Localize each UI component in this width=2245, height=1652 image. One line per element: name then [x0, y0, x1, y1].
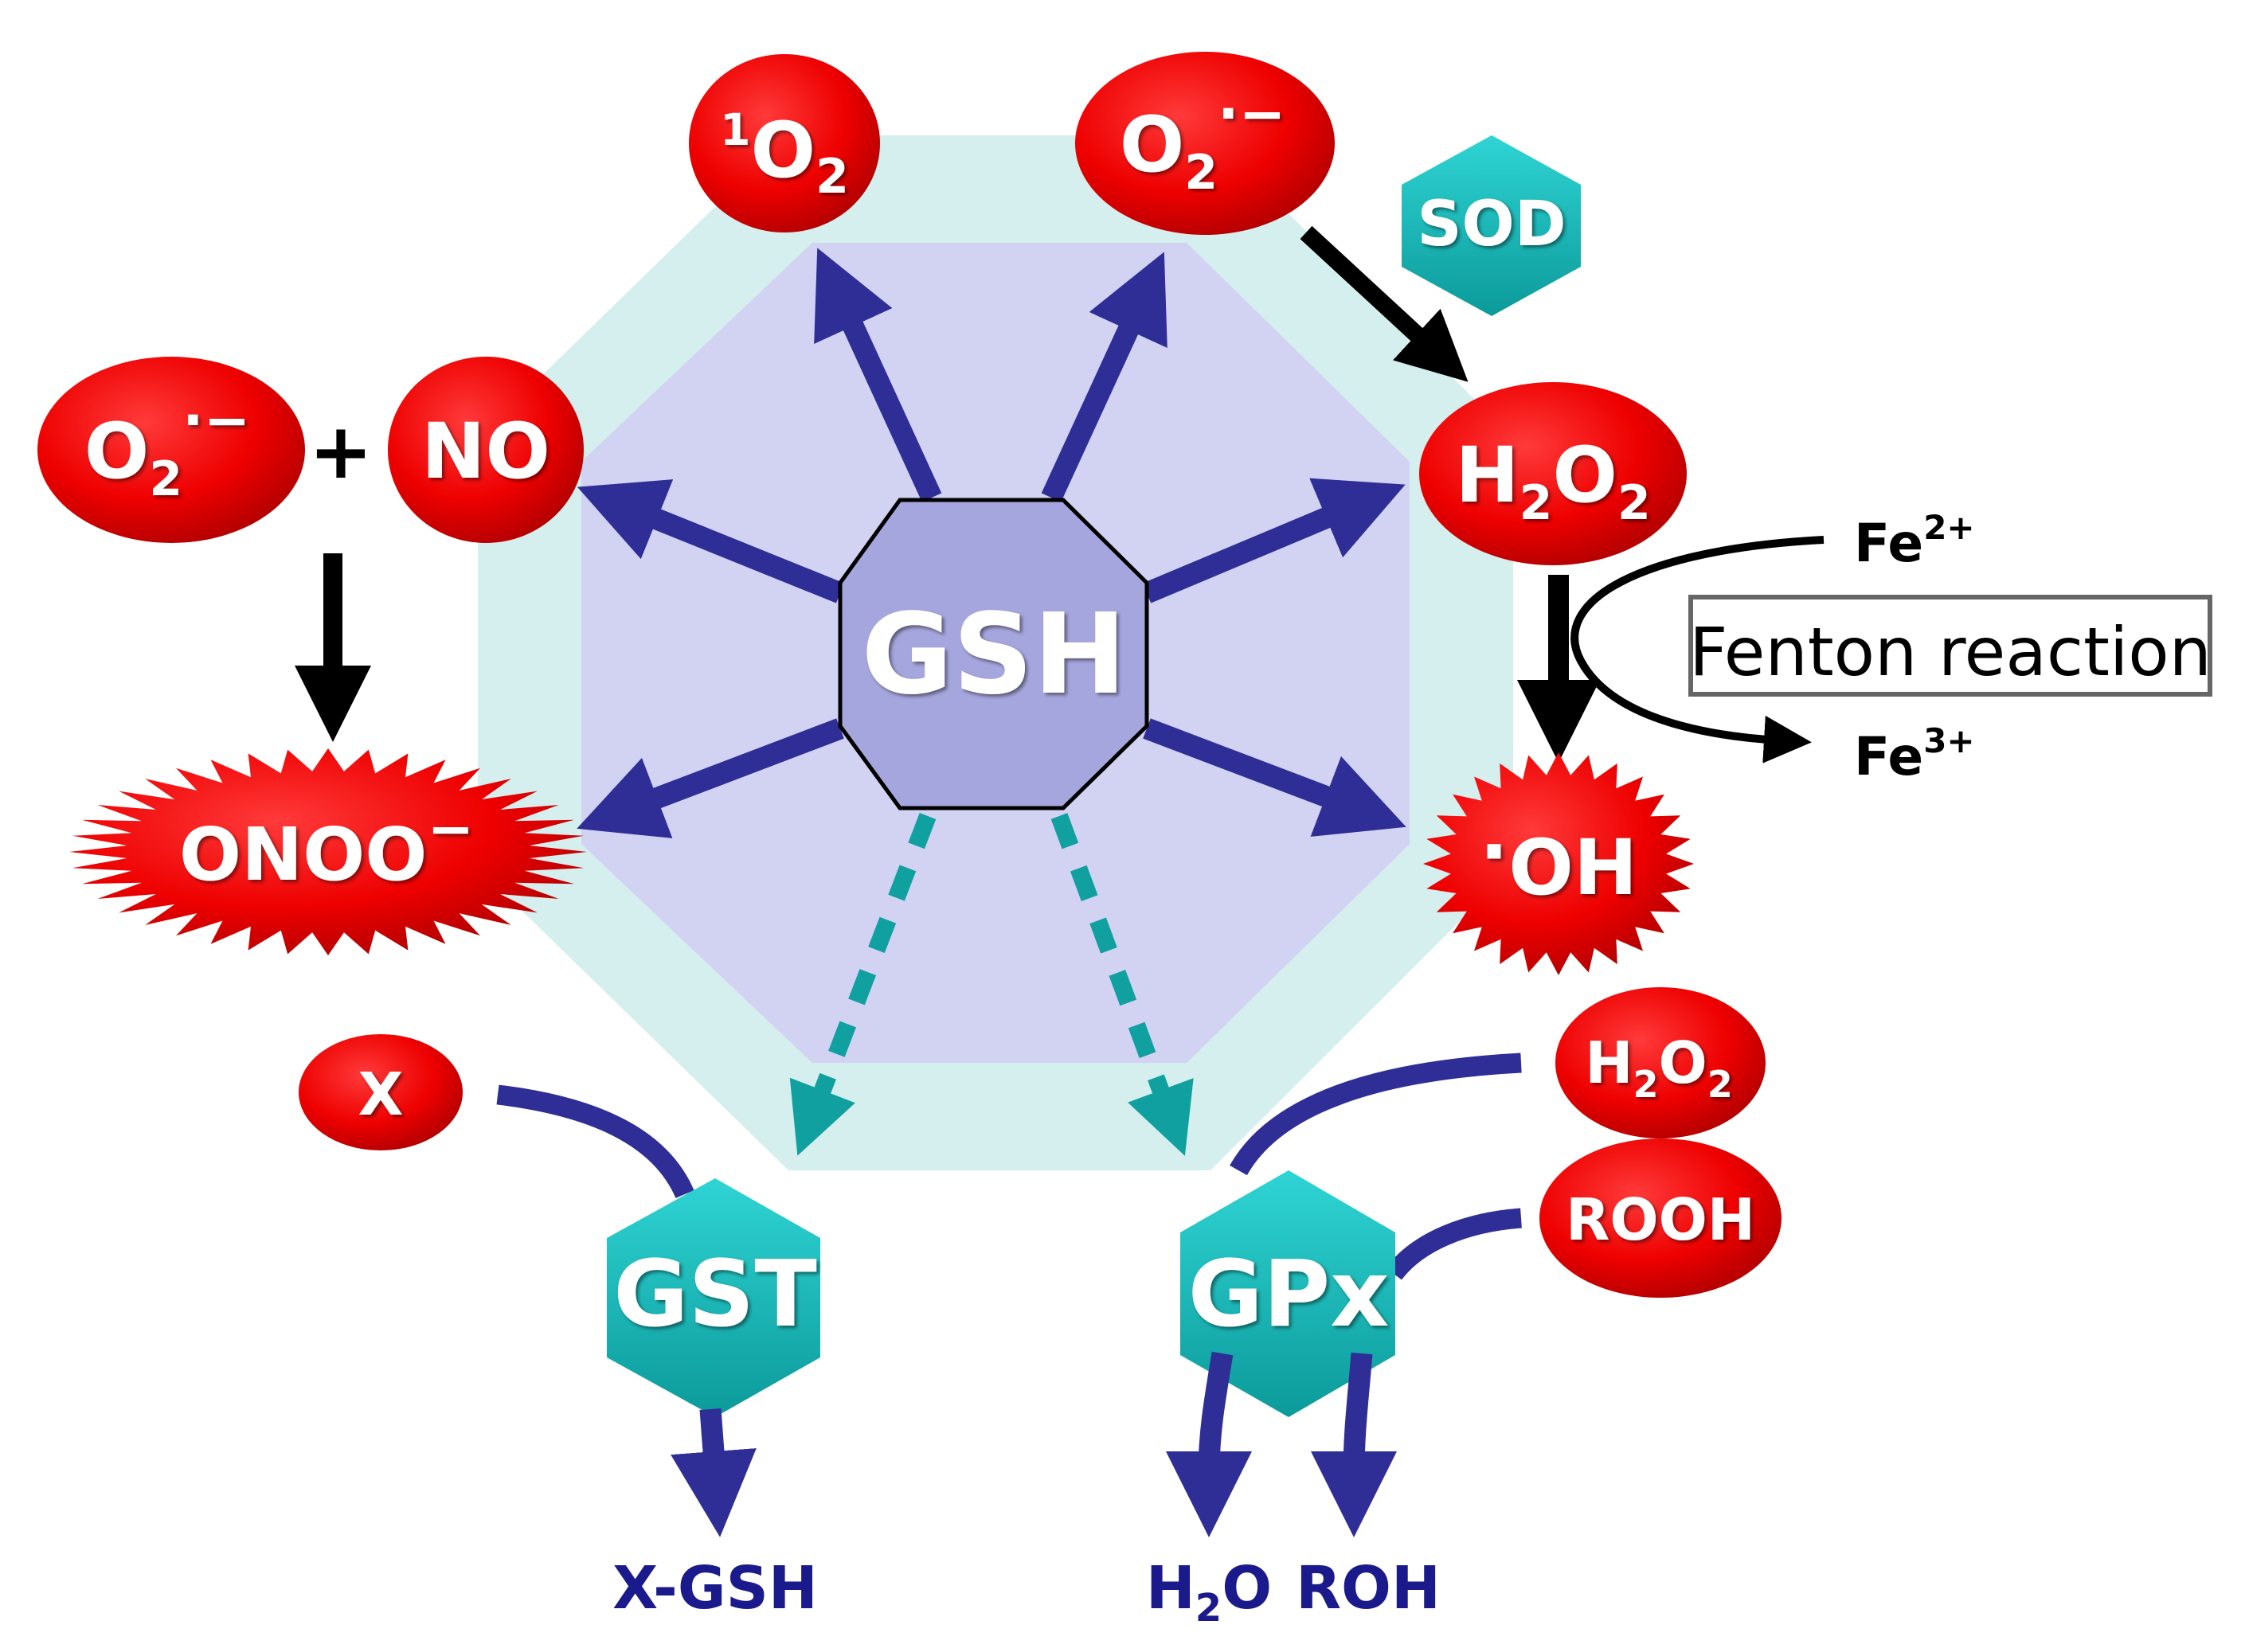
svg-text:·OH: ·OH [1480, 807, 1637, 912]
superoxide-top-sup: ·− [1218, 81, 1285, 146]
peroxynitrite-burst [69, 748, 587, 955]
sod-enzyme: SOD [1402, 135, 1581, 316]
hydrogen-peroxide-ellipse [1419, 382, 1687, 565]
x-to-gst-curve [496, 1084, 694, 1199]
peroxynitrite-label: ONOO [179, 812, 428, 897]
singlet-oxygen-ellipse [689, 54, 880, 232]
gpx-label: GPx [1188, 1241, 1390, 1348]
peroxide-small-sub2: 2 [1707, 1063, 1733, 1106]
fenton-label: Fenton reaction [1689, 613, 2212, 691]
peroxynitrite-sup: − [427, 796, 474, 861]
peroxide-to-gpx-curve [1230, 1053, 1522, 1176]
gsh-octagon [838, 498, 1149, 810]
x-input-ellipse [299, 1034, 463, 1150]
fe2-base: Fe [1854, 513, 1923, 574]
xgsh-product: X-GSH [612, 1554, 818, 1623]
gpx-enzyme: GPx [1180, 1170, 1395, 1417]
gsh-label: GSH [862, 590, 1127, 720]
peroxide-small-h: H [1585, 1029, 1633, 1096]
svg-text:O2·−: O2·− [84, 388, 251, 507]
superoxide-left-base: O [84, 407, 150, 496]
sod-hexagon [1402, 135, 1581, 316]
nitric-oxide-label: NO [421, 407, 550, 496]
water-h: H [1146, 1554, 1195, 1623]
superoxide-top-ellipse [1075, 52, 1335, 235]
hydroxyl-burst [1423, 752, 1694, 975]
superoxide-left-ellipse [37, 357, 305, 543]
superoxide-top-base: O [1120, 100, 1185, 189]
fe3-sup: 3+ [1923, 721, 1974, 760]
gpx-to-roh-arrow [1311, 1352, 1398, 1537]
hydrogen-peroxide-small-node: H2O2 [1555, 987, 1766, 1138]
superoxide-top-node: O2·− [1075, 52, 1335, 235]
svg-text:H2O2: H2O2 [1585, 1029, 1733, 1106]
peroxide-sub2: 2 [1617, 475, 1651, 531]
peroxide-small-sub1: 2 [1633, 1063, 1659, 1106]
gst-enzyme: GST [607, 1178, 820, 1417]
fenton-iron-curve [1570, 536, 1825, 764]
peroxide-o: O [1552, 431, 1617, 520]
superoxide-left-node: O2·− [37, 357, 305, 543]
rooh-to-gpx-curve [1386, 1208, 1522, 1280]
nitric-oxide-ellipse [388, 357, 584, 543]
svg-text:O2·−: O2·− [1120, 81, 1286, 201]
svg-text:H2O: H2O [1146, 1554, 1272, 1631]
arrow-to-hydrogen-peroxide [1142, 478, 1406, 603]
gst-label: GST [613, 1241, 817, 1348]
gpx-to-water-arrow [1166, 1351, 1253, 1537]
arrow-to-superoxide [1041, 252, 1167, 502]
singlet-oxygen-node: 1O2 [689, 54, 880, 232]
singlet-oxygen-sup: 1 [720, 104, 750, 155]
rooh-ellipse [1539, 1138, 1782, 1298]
fe3-base: Fe [1854, 726, 1923, 787]
gst-to-xgsh-arrow [671, 1408, 757, 1537]
svg-text:1O2: 1O2 [720, 104, 849, 205]
x-input-label: X [358, 1060, 403, 1129]
hydroxyl-node: ·OH [1423, 752, 1694, 975]
arrow-to-hydroxyl [1143, 718, 1406, 837]
x-input-node: X [299, 1034, 463, 1150]
plus-sign: + [309, 407, 373, 496]
peroxide-small-o: O [1659, 1029, 1707, 1096]
roh-product: ROH [1296, 1554, 1441, 1623]
water-o: O [1222, 1554, 1272, 1623]
hydroxyl-label: OH [1508, 823, 1637, 912]
svg-text:Fe3+: Fe3+ [1854, 721, 1975, 787]
rooh-label: ROOH [1566, 1186, 1755, 1253]
hydrogen-peroxide-node: H2O2 [1419, 382, 1687, 565]
svg-text:ONOO−: ONOO− [179, 796, 474, 897]
rooh-node: ROOH [1539, 1138, 1782, 1298]
superoxide-left-sup: ·− [182, 388, 250, 453]
peroxynitrite-node: ONOO− [69, 748, 587, 955]
svg-text:Fe2+: Fe2+ [1854, 508, 1975, 574]
gst-hexagon [607, 1178, 820, 1417]
gsh-radial-arrows [577, 248, 1406, 838]
peroxide-h: H [1455, 431, 1519, 520]
arrow-to-peroxynitrite [577, 718, 844, 838]
water-sub: 2 [1195, 1586, 1222, 1631]
hydrogen-peroxide-small-ellipse [1555, 987, 1766, 1138]
superoxide-top-sub: 2 [1184, 145, 1218, 201]
singlet-oxygen-sub: 2 [815, 149, 849, 205]
singlet-oxygen-base: O [750, 106, 815, 195]
nitric-oxide-node: NO [388, 357, 584, 543]
superoxide-left-sub: 2 [149, 451, 182, 507]
svg-text:H2O2: H2O2 [1455, 431, 1650, 531]
arrow-to-singlet-oxygen [814, 248, 942, 502]
gpx-hexagon [1180, 1170, 1395, 1417]
arrow-to-nitric-oxide [577, 479, 845, 603]
arrow-superoxide-to-peroxide [1300, 225, 1469, 382]
peroxide-sub1: 2 [1519, 475, 1553, 531]
sod-label: SOD [1417, 189, 1566, 260]
fe2-sup: 2+ [1923, 508, 1974, 547]
fenton-label-box [1688, 595, 2212, 697]
hydroxyl-dot: · [1480, 807, 1508, 896]
